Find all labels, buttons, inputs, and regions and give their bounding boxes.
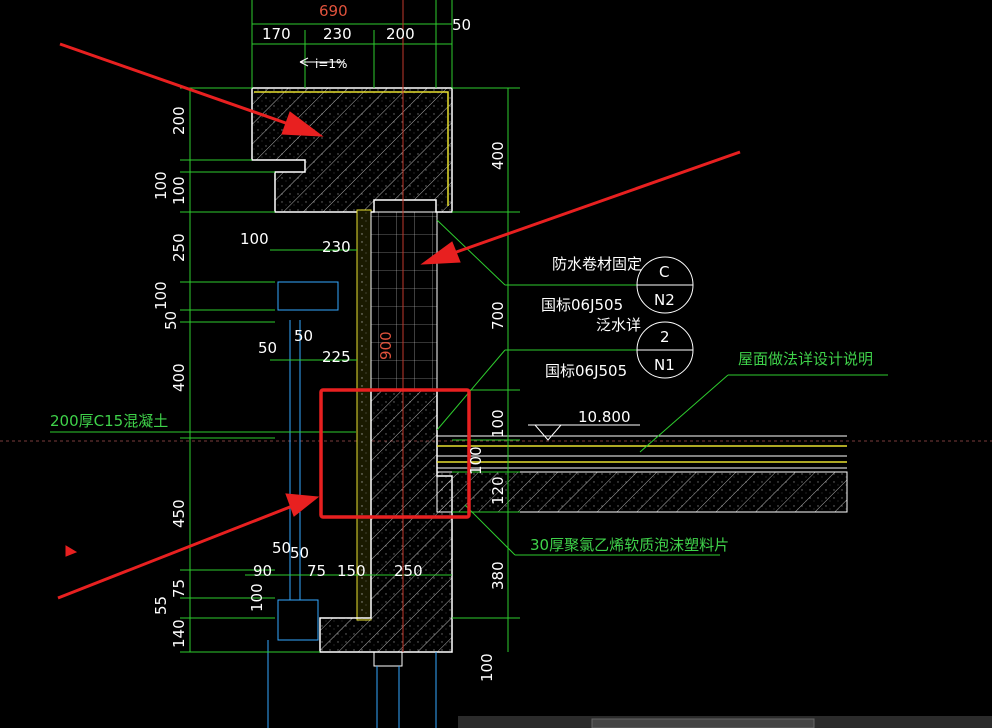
svg-text:75: 75 (307, 562, 326, 580)
svg-text:50: 50 (272, 539, 291, 557)
note-concrete: 200厚C15混凝土 (50, 412, 168, 430)
note-roof: 屋面做法详设计说明 (738, 350, 873, 368)
parapet-cap (251, 87, 453, 213)
leader-lines (50, 57, 888, 556)
elevation-label: 10.800 (578, 408, 631, 426)
svg-text:150: 150 (337, 562, 366, 580)
svg-text:700: 700 (489, 301, 507, 330)
note-foam: 30厚聚氯乙烯软质泡沫塑料片 (530, 536, 729, 554)
callout-2-top: 2 (660, 328, 670, 346)
inner-dimensions: 100 230 50 50 225 900 50 50 90 75 150 25… (240, 230, 423, 612)
svg-text:100: 100 (152, 281, 170, 310)
callout-c-top: C (659, 263, 669, 281)
svg-text:100: 100 (170, 176, 188, 205)
callout-2-bottom: N1 (654, 356, 675, 374)
svg-text:100: 100 (152, 171, 170, 200)
roof-slab (436, 435, 848, 513)
dim-top-seg1: 170 (262, 25, 291, 43)
svg-text:140: 140 (170, 619, 188, 648)
svg-text:100: 100 (478, 653, 496, 682)
svg-text:230: 230 (322, 238, 351, 256)
window-frame (267, 281, 437, 728)
svg-text:50: 50 (258, 339, 277, 357)
note-flashing: 泛水详 (596, 316, 641, 334)
right-dimensions: 400 700 100 100 120 380 100 (467, 141, 507, 682)
svg-text:90: 90 (253, 562, 272, 580)
svg-text:400: 400 (170, 363, 188, 392)
dim-overall-width: 690 (319, 2, 348, 20)
note-std-2: 国标06J505 (545, 362, 627, 380)
annotation-arrows (57, 42, 741, 600)
note-std-1: 国标06J505 (541, 296, 623, 314)
left-dimensions: 200 100 100 250 100 50 400 450 75 55 140 (152, 106, 188, 648)
status-field (591, 718, 815, 728)
svg-text:50: 50 (294, 327, 313, 345)
svg-text:100: 100 (248, 583, 266, 612)
dim-top-seg3: 200 (386, 25, 415, 43)
note-waterproof-fix: 防水卷材固定 (552, 255, 642, 273)
svg-text:100: 100 (467, 446, 485, 475)
lower-beam (319, 389, 453, 653)
svg-text:50: 50 (290, 544, 309, 562)
svg-text:250: 250 (394, 562, 423, 580)
svg-text:50: 50 (162, 311, 180, 330)
callout-c-bottom: N2 (654, 291, 675, 309)
svg-text:400: 400 (489, 141, 507, 170)
dim-top-seg2: 230 (323, 25, 352, 43)
svg-text:900: 900 (377, 331, 395, 360)
slope-label: i=1% (315, 57, 347, 71)
svg-text:100: 100 (240, 230, 269, 248)
svg-text:450: 450 (170, 499, 188, 528)
svg-text:200: 200 (170, 106, 188, 135)
brick-wall (370, 211, 438, 391)
svg-text:55: 55 (152, 596, 170, 615)
svg-text:250: 250 (170, 233, 188, 262)
svg-text:75: 75 (170, 579, 188, 598)
svg-text:225: 225 (322, 348, 351, 366)
svg-text:100: 100 (489, 409, 507, 438)
svg-text:120: 120 (489, 476, 507, 505)
highlight-box (319, 388, 471, 519)
svg-text:380: 380 (489, 561, 507, 590)
dimension-lines (180, 0, 520, 653)
dim-top-right: 50 (452, 16, 471, 34)
